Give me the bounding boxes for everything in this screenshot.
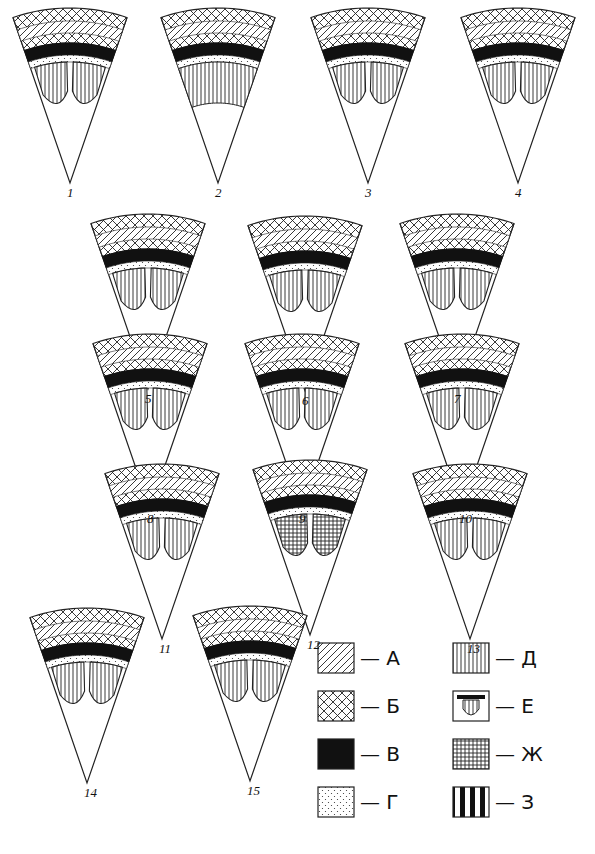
tooth-shape (520, 62, 553, 104)
tooth-shape (270, 270, 303, 312)
tooth-shape (307, 270, 340, 312)
figure-number: 8 (147, 512, 154, 525)
hatch-band (165, 21, 270, 41)
tooth-shape (304, 388, 337, 430)
legend-label: — З (495, 792, 534, 812)
tooth-shape (150, 268, 183, 310)
legend-swatch (453, 643, 489, 673)
tooth-shape (483, 62, 516, 104)
tooth-sector (161, 8, 275, 183)
tooth-shape (35, 62, 68, 104)
legend-swatch (453, 691, 489, 721)
legend-swatch (318, 787, 354, 817)
hatch-band (409, 347, 514, 367)
tooth-sector (311, 8, 425, 183)
legend-label: — Б (360, 696, 400, 716)
tooth-sector (461, 8, 575, 183)
figure-number: 10 (459, 512, 472, 525)
tooth-shape (72, 62, 105, 104)
figure-number: 11 (159, 642, 171, 655)
tooth-shape (164, 518, 197, 560)
figure-number: 13 (467, 642, 480, 655)
legend-label: — Г (360, 792, 399, 812)
tooth-shape (422, 268, 455, 310)
tooth-shape (370, 62, 403, 104)
tooth-shape (215, 660, 248, 702)
tooth-sector (13, 8, 127, 183)
figure-number: 3 (365, 186, 372, 199)
tooth-sector (193, 606, 307, 781)
legend-label: — Д (495, 648, 537, 668)
hatch-band (34, 621, 139, 641)
hatch-band (197, 619, 302, 639)
figure-number: 14 (84, 786, 97, 799)
hatch-band (417, 477, 522, 497)
tooth-shape (127, 518, 160, 560)
legend-label: — Е (495, 696, 534, 716)
figure-number: 9 (299, 512, 306, 525)
tooth-shape (152, 388, 185, 430)
legend-swatch (318, 643, 354, 673)
hatch-band (17, 21, 122, 41)
figure-number: 6 (302, 394, 309, 407)
legend-label: — В (360, 744, 400, 764)
figure-number: 5 (145, 392, 152, 405)
tooth-shape (52, 662, 85, 704)
tooth-shape (333, 62, 366, 104)
hatch-band (465, 21, 570, 41)
hatch-band (249, 347, 354, 367)
tooth-shape (89, 662, 122, 704)
tooth-shape (427, 388, 460, 430)
tooth-sector (30, 608, 144, 783)
legend-swatch (453, 739, 489, 769)
tooth-shape (464, 388, 497, 430)
tooth-shape (115, 388, 148, 430)
hatch-band (257, 473, 362, 493)
hatch-band (315, 21, 420, 41)
hatch-band (404, 227, 509, 247)
figure-number: 15 (247, 784, 260, 797)
hatch-band (252, 229, 357, 249)
tooth-sector (413, 464, 527, 639)
tooth-shape (459, 268, 492, 310)
figure-number: 4 (515, 186, 522, 199)
tooth-shape (267, 388, 300, 430)
legend-label: — А (360, 648, 400, 668)
figure-number: 1 (67, 186, 74, 199)
figure-number: 7 (454, 392, 461, 405)
hatch-band (95, 227, 200, 247)
legend-swatch (318, 691, 354, 721)
tooth-shape (252, 660, 285, 702)
tooth-shape (312, 514, 345, 556)
hatch-band (97, 347, 202, 367)
figure-number: 12 (307, 638, 320, 651)
legend-label: — Ж (495, 744, 543, 764)
figure-number: 2 (215, 186, 222, 199)
striped-block (179, 62, 258, 107)
tooth-shape (113, 268, 146, 310)
legend-swatch (453, 787, 489, 817)
tooth-shape (472, 518, 505, 560)
legend-swatch (318, 739, 354, 769)
hatch-band (109, 477, 214, 497)
